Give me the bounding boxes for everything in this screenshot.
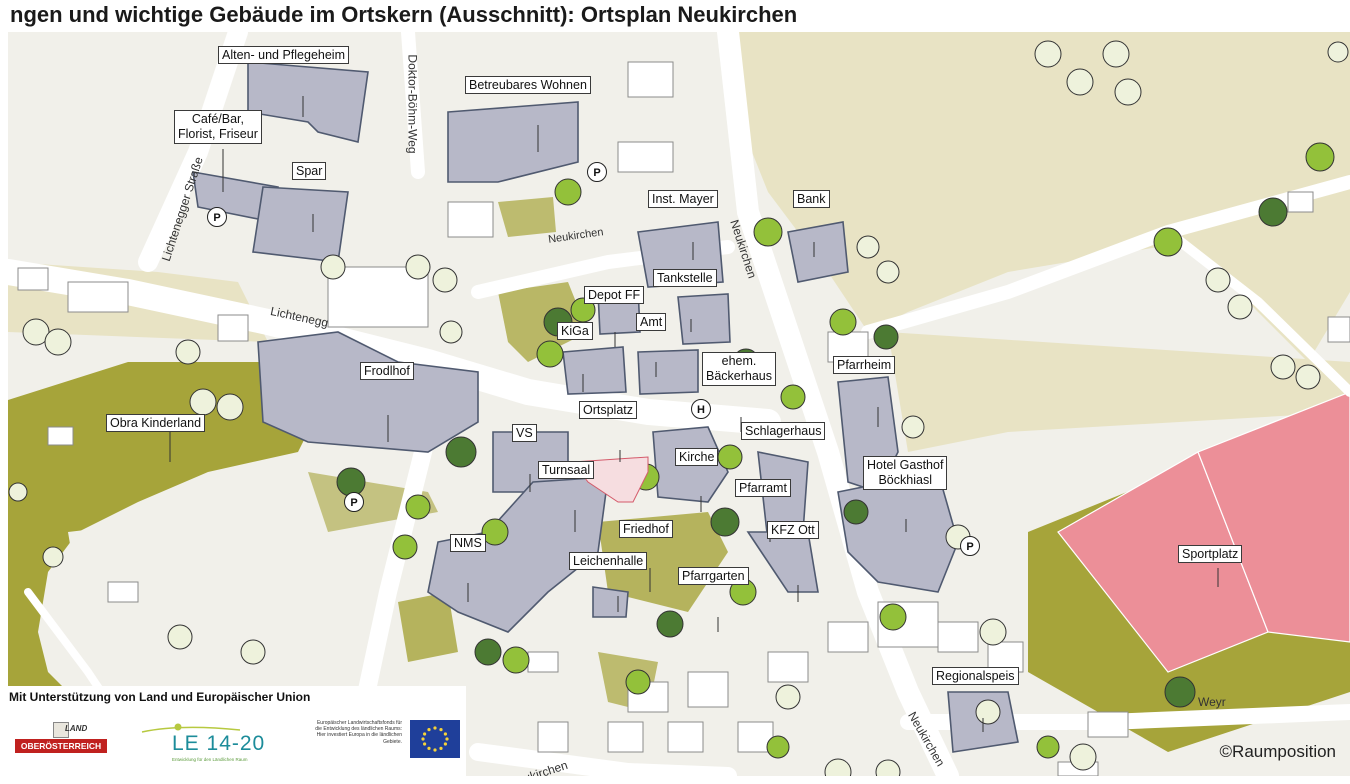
land-logo-word: LAND — [65, 724, 88, 733]
label-kirche: Kirche — [675, 448, 719, 466]
crest-icon — [53, 722, 69, 738]
street-doktor-boehm-weg: Doktor-Böhm-Weg — [405, 54, 420, 154]
map-credit: ©Raumposition — [1219, 742, 1336, 761]
eu-flag-icon — [410, 720, 460, 758]
houses — [17, 61, 1350, 776]
label-schlagerhaus: Schlagerhaus — [741, 422, 826, 440]
parking-icon: P — [207, 207, 227, 227]
header: ngen und wichtige Gebäude im Ortskern (A… — [0, 0, 1350, 32]
label-leichenhalle: Leichenhalle — [569, 552, 648, 570]
eu-stars-icon — [421, 726, 449, 752]
label-tankstelle: Tankstelle — [653, 269, 717, 287]
eu-fund-text: Europäischer Landwirtschaftsfonds für di… — [315, 720, 402, 745]
label-alten-und-pflegeheim: Alten- und Pflegeheim — [218, 46, 349, 64]
label-pfarrheim: Pfarrheim — [833, 356, 896, 374]
le-14-20-logo: LE 14-20 Entwicklung für den Ländlichen … — [140, 716, 264, 768]
label-obra-kinderland: Obra Kinderland — [106, 414, 206, 432]
label-sportplatz: Sportplatz — [1178, 545, 1243, 563]
label-amt: Amt — [636, 313, 667, 331]
support-text: Mit Unterstützung von Land und Europäisc… — [9, 690, 311, 704]
street-weyr: Weyr — [1198, 695, 1226, 709]
label-pfarrgarten: Pfarrgarten — [678, 567, 749, 585]
support-box: Mit Unterstützung von Land und Europäisc… — [0, 686, 466, 784]
land-logo-name: OBERÖSTERREICH — [15, 739, 107, 753]
label-regionalspeis: Regionalspeis — [932, 667, 1019, 685]
label-ortsplatz: Ortsplatz — [579, 401, 638, 419]
label-spar: Spar — [292, 162, 327, 180]
land-oberoesterreich-logo: LAND OBERÖSTERREICH — [15, 722, 107, 760]
label-ehem-baeckerhaus: ehem. Bäckerhaus — [702, 352, 777, 386]
bus-stop-icon: H — [691, 399, 711, 419]
label-depot-ff: Depot FF — [584, 286, 645, 304]
trees — [8, 40, 1349, 776]
parking-icon: P — [344, 492, 364, 512]
label-hotel-gasthof-boeckhiasl: Hotel Gasthof Böckhiasl — [863, 456, 948, 490]
label-kiga: KiGa — [557, 322, 593, 340]
label-leaders — [169, 96, 1219, 732]
label-betreubares-wohnen: Betreubares Wohnen — [465, 76, 591, 94]
le-swoosh-icon — [141, 723, 241, 733]
label-vs: VS — [512, 424, 537, 442]
map-drawing — [8, 32, 1350, 776]
label-cafe-bar-florist-friseur: Café/Bar, Florist, Friseur — [174, 110, 262, 144]
page-title: ngen und wichtige Gebäude im Ortskern (A… — [10, 2, 798, 27]
parking-icon: P — [960, 536, 980, 556]
label-friedhof: Friedhof — [619, 520, 673, 538]
label-nms: NMS — [450, 534, 486, 552]
label-inst-mayer: Inst. Mayer — [648, 190, 718, 208]
village-map[interactable]: Alten- und Pflegeheim Betreubares Wohnen… — [8, 32, 1350, 776]
label-turnsaal: Turnsaal — [538, 461, 595, 479]
label-kfz-ott: KFZ Ott — [767, 521, 819, 539]
label-bank: Bank — [793, 190, 830, 208]
sportplatz-fields — [1057, 391, 1350, 673]
parking-icon: P — [587, 162, 607, 182]
le-logo-name: LE 14-20 — [172, 732, 266, 755]
label-pfarramt: Pfarramt — [735, 479, 791, 497]
label-frodlhof: Frodlhof — [360, 362, 414, 380]
le-logo-sub: Entwicklung für den Ländlichen Raum — [172, 757, 248, 762]
